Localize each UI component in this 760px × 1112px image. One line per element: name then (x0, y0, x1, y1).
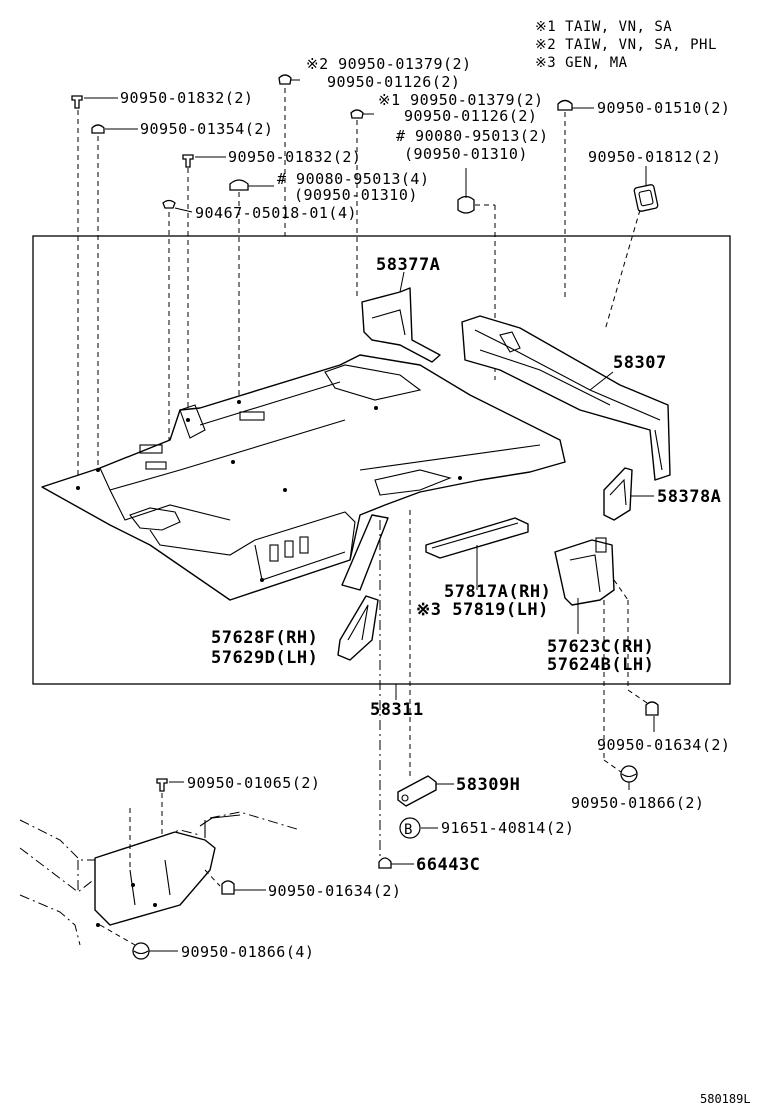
clip-90950-01634-right (645, 701, 659, 732)
part-66443C (378, 857, 414, 869)
note-3: ※3 GEN, MA (535, 55, 628, 71)
fastener-90950-01832-left (71, 95, 118, 490)
fastener-90950-01832-mid (182, 154, 226, 420)
bracket-58377A (361, 271, 441, 363)
fastener-90950-01379-top (278, 74, 300, 236)
clip-90950-01866-right (603, 759, 638, 790)
label-90950-01832-a: 90950-01832(2) (120, 89, 253, 107)
label-90950-01634-a: 90950-01634(2) (597, 736, 730, 754)
clip-90950-01634-bottom (221, 880, 266, 895)
label-91651: 91651-40814(2) (441, 819, 574, 837)
label-58378A: 58378A (657, 487, 721, 507)
label-58311: 58311 (370, 700, 424, 720)
fastener-90950-01510 (557, 99, 594, 300)
label-90950-01354: 90950-01354(2) (140, 120, 273, 138)
label-90950-01510: 90950-01510(2) (597, 99, 730, 117)
label-57628F: 57628F(RH) (211, 628, 318, 648)
label-57629D: 57629D(LH) (211, 648, 318, 668)
label-90080-95013-a: # 90080-95013(2) (396, 127, 549, 145)
label-90950-01065: 90950-01065(2) (187, 774, 320, 792)
note-1: ※1 TAIW, VN, SA (535, 19, 672, 35)
bottom-detail-assembly (19, 808, 301, 946)
label-66443C: 66443C (416, 855, 480, 875)
label-58307: 58307 (613, 353, 667, 373)
label-57817A: 57817A(RH) (444, 582, 551, 602)
fastener-90950-01379-mid (350, 109, 374, 300)
label-90950-01126-a: 90950-01126(2) (327, 73, 460, 91)
fastener-90467-05018 (162, 199, 193, 440)
fastener-90080-95013-b (229, 179, 274, 400)
label-90950-01832-b: 90950-01832(2) (228, 148, 361, 166)
label-90950-01126-b: 90950-01126(2) (404, 107, 537, 125)
reinforcement-57817A (425, 517, 529, 590)
clip-90950-01866-bottom (132, 942, 178, 960)
bracket-57623C (554, 537, 651, 760)
badge-b-text: B (404, 822, 412, 838)
label-90950-01310-a: (90950-01310) (404, 145, 528, 163)
note-2: ※2 TAIW, VN, SA, PHL (535, 37, 717, 53)
label-57819: ※3 57819(LH) (416, 600, 549, 620)
fastener-90950-01354 (91, 124, 138, 470)
bracket-57628F (337, 514, 389, 661)
label-90950-01866-a: 90950-01866(2) (571, 794, 704, 812)
diagram-ref: 580189L (700, 1092, 751, 1106)
label-58377A: 58377A (376, 255, 440, 275)
badge-b: B (399, 817, 438, 839)
label-57624B: 57624B(LH) (547, 655, 654, 675)
part-58309H (397, 775, 454, 807)
label-90467-05018: 90467-05018-01(4) (195, 204, 357, 222)
label-90950-01379-a: ※2 90950-01379(2) (306, 55, 472, 73)
label-90950-01634-b: 90950-01634(2) (268, 882, 401, 900)
label-90950-01379-b: ※1 90950-01379(2) (378, 91, 544, 109)
crossmember-58307 (461, 315, 671, 481)
floor-pan-58311 (41, 354, 566, 601)
label-90950-01310-b: (90950-01310) (294, 186, 418, 204)
label-58309H: 58309H (456, 775, 520, 795)
label-90080-95013-b: # 90080-95013(4) (277, 170, 430, 188)
bracket-58378A (603, 467, 654, 521)
fastener-90950-01812 (604, 166, 659, 331)
assembly-frame (32, 235, 731, 685)
label-57623C: 57623C(RH) (547, 637, 654, 657)
label-90950-01812: 90950-01812(2) (588, 148, 721, 166)
label-90950-01866-b: 90950-01866(4) (181, 943, 314, 961)
